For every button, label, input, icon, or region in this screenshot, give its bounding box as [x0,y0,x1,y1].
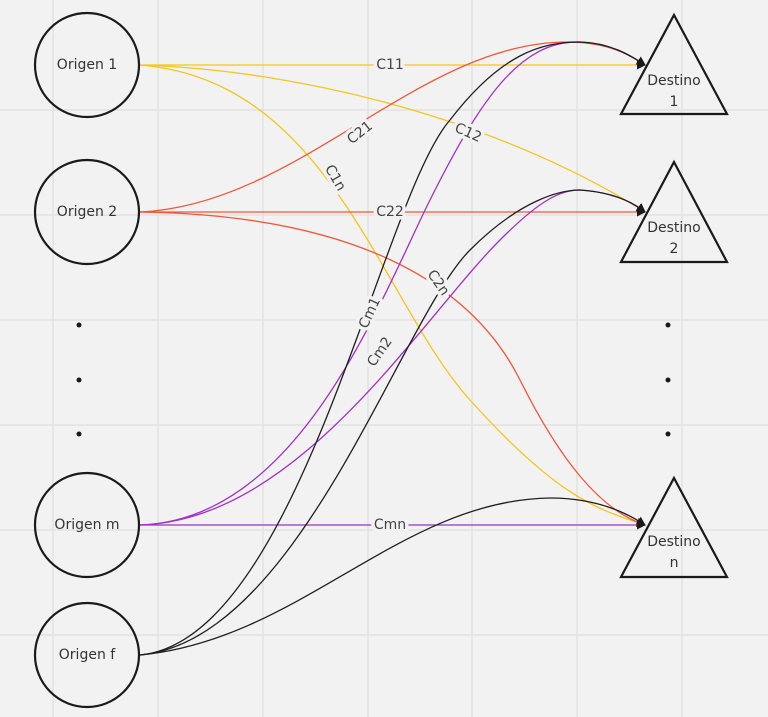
destination-1[interactable]: Destino 1 [619,12,729,116]
destination-label-index: 2 [670,241,679,257]
label-c21: C21 [344,118,376,148]
destination-triangle [619,12,729,116]
destination-label-index: 1 [670,94,679,110]
destination-label: Destino [647,73,701,89]
edge-c2n[interactable] [139,211,646,527]
destination-ellipsis [665,322,671,437]
label-cm1: Cm1 [356,295,384,331]
label-cm2: Cm2 [364,334,396,370]
edge-cf1[interactable] [139,41,646,656]
edges [139,41,646,656]
edge-cf2[interactable] [139,189,646,656]
label-c12: C12 [452,120,484,146]
destination-label-index: n [670,555,679,571]
destination-n[interactable]: Destino n [619,475,729,579]
origin-f[interactable]: Origen f [33,601,141,709]
origin-label: Origen 1 [57,57,117,73]
destination-2[interactable]: Destino 2 [619,159,729,264]
destination-triangle [619,475,729,579]
origin-label: Origen 2 [57,204,117,220]
destination-label: Destino [647,534,701,550]
edge-c1n[interactable] [139,64,646,527]
destination-triangle [619,159,729,264]
origin-1[interactable]: Origen 1 [33,11,141,119]
destination-label: Destino [647,220,701,236]
origin-circle [33,471,141,579]
label-c11: C11 [376,57,404,73]
edge-c12[interactable] [139,64,646,213]
origin-m[interactable]: Origen m [33,471,141,579]
origin-circle [33,601,141,709]
edge-cm1[interactable] [139,41,646,526]
label-c22: C22 [376,204,404,220]
origin-2[interactable]: Origen 2 [33,158,141,266]
label-c1n: C1n [321,162,349,194]
origin-label: Origen m [54,517,119,533]
label-cmn: Cmn [374,517,406,533]
origin-circle [33,11,141,119]
origin-ellipsis [76,322,82,437]
edge-cfn[interactable] [139,497,646,656]
origin-label: Origen f [59,647,116,663]
origin-circle [33,158,141,266]
